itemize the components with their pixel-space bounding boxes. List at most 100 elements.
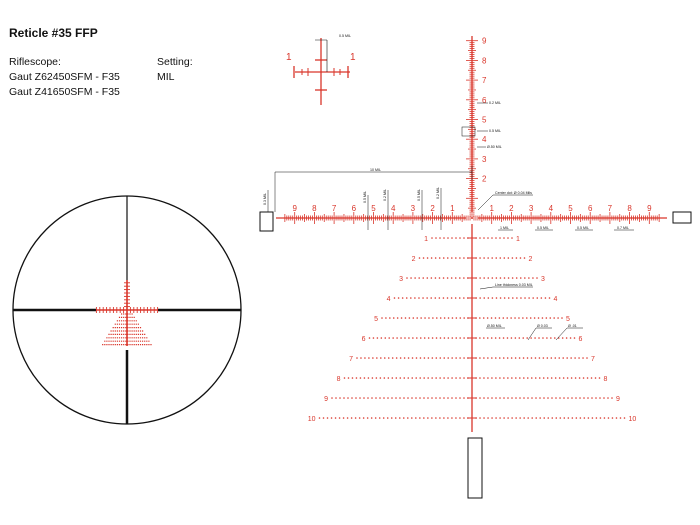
row-dot <box>435 237 437 239</box>
svg-text:Ø .01: Ø .01 <box>568 324 577 328</box>
row-dot <box>575 397 577 399</box>
row-dot <box>483 377 485 379</box>
row-dot <box>419 337 422 339</box>
row-dot <box>463 257 465 259</box>
row-dot <box>534 337 536 339</box>
horizontal-number: 1 <box>489 204 494 213</box>
row-dot <box>503 277 506 279</box>
row-dot <box>418 297 420 299</box>
row-dot <box>514 317 516 319</box>
row-dot <box>519 277 522 279</box>
row-dot <box>511 237 513 239</box>
row-number-right: 2 <box>529 256 533 263</box>
row-dot <box>479 357 481 359</box>
row-dot <box>483 237 485 239</box>
row-dot <box>400 317 403 319</box>
row-dot <box>331 397 333 399</box>
row-dot <box>427 417 429 419</box>
row-dot <box>399 357 402 359</box>
row-dot <box>403 357 406 359</box>
vertical-number: 7 <box>482 76 487 85</box>
row-dot <box>431 357 434 359</box>
row-dot <box>423 357 426 359</box>
row-dot <box>511 397 513 399</box>
row-dot <box>356 357 358 359</box>
row-dot <box>411 397 413 399</box>
row-dot <box>587 397 589 399</box>
row-dot <box>554 357 557 359</box>
row-dot <box>467 237 469 239</box>
row-dot <box>611 417 614 419</box>
row-dot <box>376 337 379 339</box>
row-dot <box>562 357 565 359</box>
row-dot <box>463 357 465 359</box>
row-dot <box>511 277 514 279</box>
row-dot <box>402 417 405 419</box>
row-dot <box>426 277 429 279</box>
row-dot <box>439 317 442 319</box>
post-bottom <box>467 437 483 499</box>
row-dot <box>479 397 481 399</box>
row-dot <box>435 377 437 379</box>
horizontal-number: 2 <box>430 204 435 213</box>
row-dot <box>451 377 453 379</box>
row-dot <box>395 397 397 399</box>
row-dot <box>463 297 465 299</box>
setting-label: Setting: <box>157 56 193 68</box>
row-dot <box>494 337 497 339</box>
row-dot <box>463 317 465 319</box>
row-dot <box>499 277 502 279</box>
row-dot <box>419 377 422 379</box>
row-dot <box>538 337 540 339</box>
row-dot <box>507 417 509 419</box>
row-dot <box>538 377 541 379</box>
row-dot <box>542 337 544 339</box>
row-dot <box>515 277 518 279</box>
row-dot <box>569 337 572 339</box>
row-dot <box>383 357 386 359</box>
row-dot <box>359 377 362 379</box>
svg-text:Center dot: Ø 0.04 Mils: Center dot: Ø 0.04 Mils <box>495 191 532 195</box>
row-dot <box>408 337 410 339</box>
row-dot <box>443 377 445 379</box>
row-dot <box>537 317 540 319</box>
row-dot <box>424 317 426 319</box>
row-dot <box>623 417 626 419</box>
svg-text:0.5 MIL: 0.5 MIL <box>537 226 549 230</box>
svg-text:0.2 MIL: 0.2 MIL <box>489 101 501 105</box>
svg-text:0.3 MIL: 0.3 MIL <box>263 193 267 205</box>
row-dot <box>530 357 533 359</box>
row-dot <box>459 417 461 419</box>
row-number-left: 9 <box>324 396 328 403</box>
row-dot <box>354 417 357 419</box>
row-dot <box>499 257 502 259</box>
row-dot <box>396 317 399 319</box>
row-dot <box>519 257 522 259</box>
row-dot <box>499 297 502 299</box>
row-dot <box>451 257 453 259</box>
row-dot <box>491 377 493 379</box>
row-dot <box>407 377 410 379</box>
svg-text:10 MIL: 10 MIL <box>370 168 381 172</box>
row-dot <box>431 237 433 239</box>
center-dot <box>471 217 473 219</box>
row-dot <box>406 277 408 279</box>
row-dot <box>455 317 458 319</box>
row-dot <box>427 357 430 359</box>
svg-text:0.2 MIL: 0.2 MIL <box>436 187 440 199</box>
row-dot <box>519 377 521 379</box>
row-dot <box>479 337 481 339</box>
row-dot <box>534 377 537 379</box>
row-number-right: 10 <box>629 416 637 423</box>
row-dot <box>416 317 419 319</box>
row-dot <box>483 297 486 299</box>
row-dot <box>463 337 465 339</box>
row-dot <box>443 237 445 239</box>
row-dot <box>511 297 514 299</box>
row-dot <box>495 257 498 259</box>
row-dot <box>523 397 525 399</box>
row-dot <box>514 337 517 339</box>
row-dot <box>467 317 469 319</box>
